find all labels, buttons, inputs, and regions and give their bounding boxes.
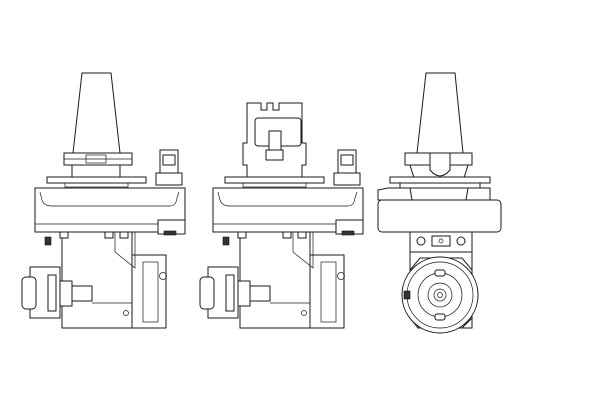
front-view-right [377, 72, 502, 334]
side-view-middle [199, 102, 364, 329]
side-view-left [21, 72, 186, 329]
taper-shank [416, 72, 464, 154]
taper-shank [72, 72, 121, 154]
